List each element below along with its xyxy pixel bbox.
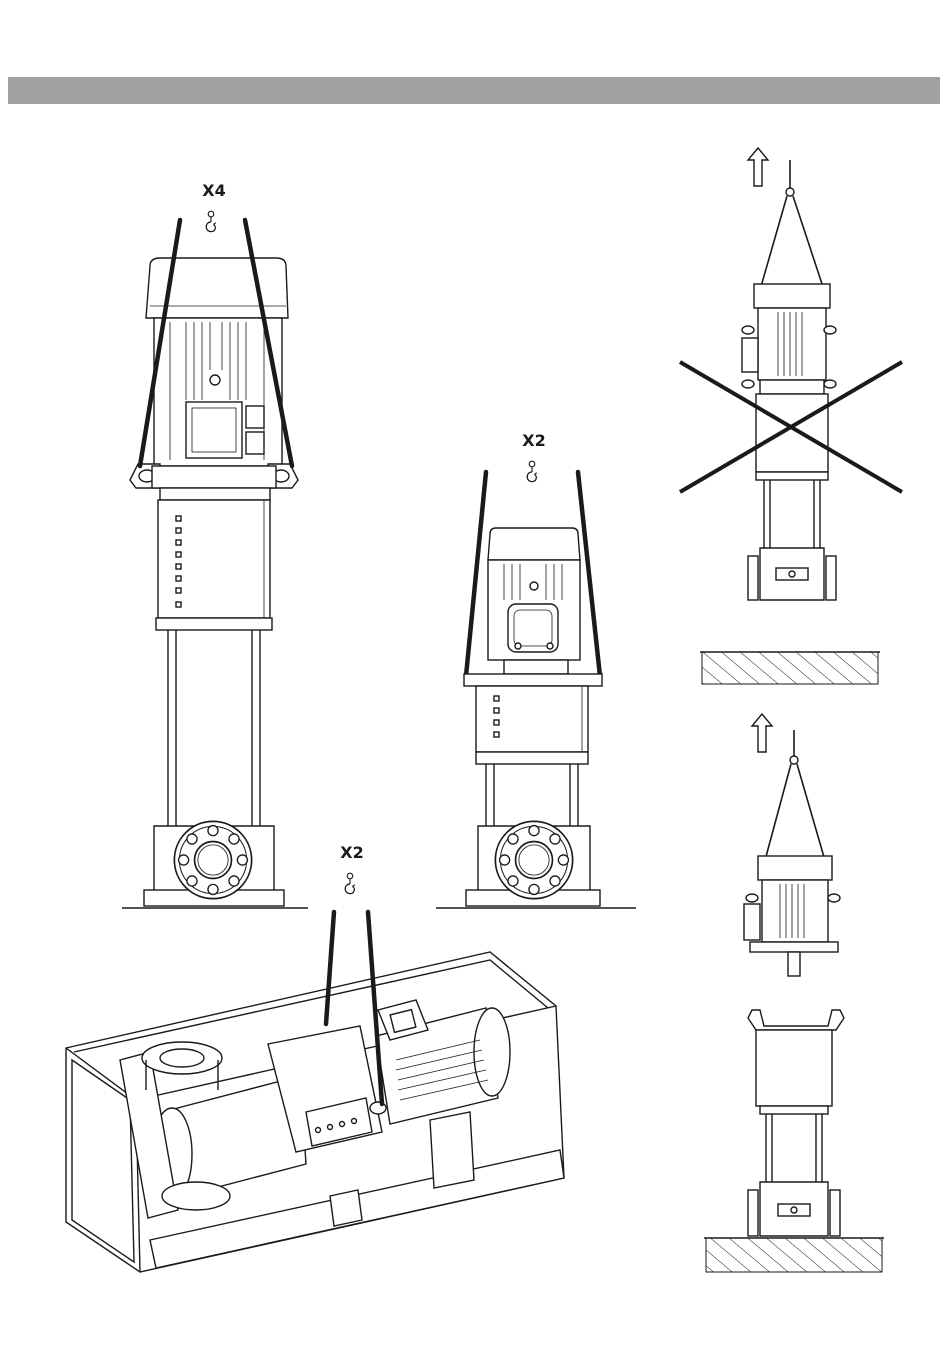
lifting-hook-icon — [345, 873, 355, 893]
up-arrow-icon — [748, 148, 768, 186]
up-arrow-icon — [752, 714, 772, 752]
figure-2-vertical-pump-2-point-lift: X2 — [436, 431, 636, 908]
lifting-hook-icon — [527, 461, 537, 481]
fig1-sling-count: X4 — [202, 181, 225, 200]
lifting-hook-icon — [206, 211, 216, 231]
fig3-sling-count: X2 — [340, 843, 363, 862]
figure-1-vertical-pump-4-point-lift: X4 — [122, 181, 308, 908]
fig2-sling-count: X2 — [522, 431, 545, 450]
figure-5-correct-lift — [704, 714, 884, 1272]
figure-4-incorrect-lift — [680, 148, 902, 684]
